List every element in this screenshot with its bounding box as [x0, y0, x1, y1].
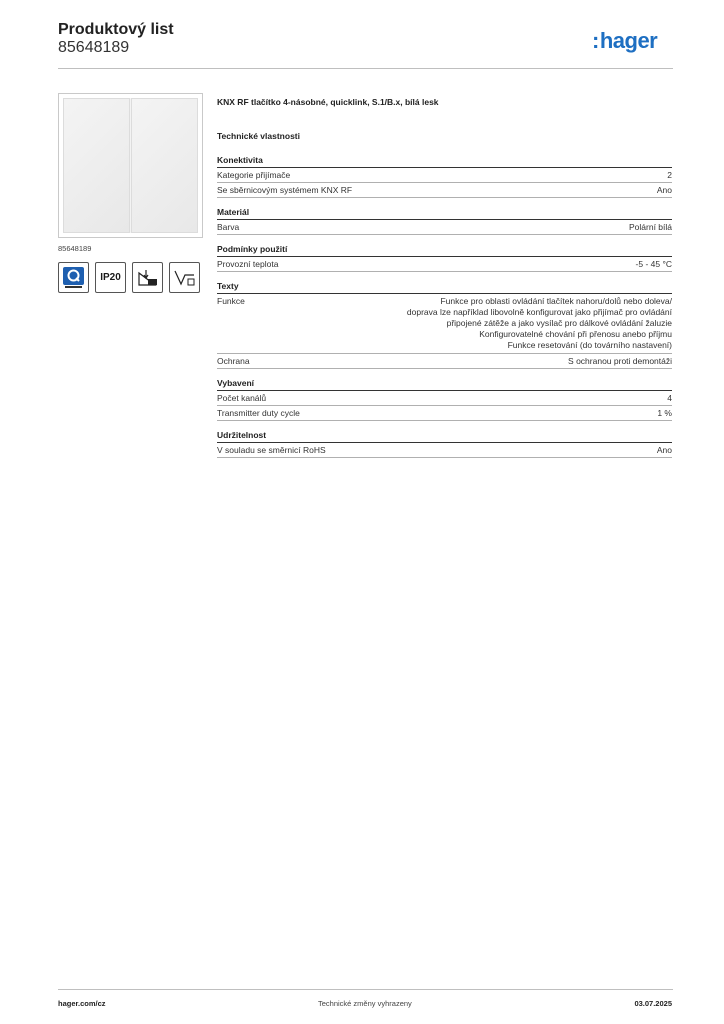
image-ref-number: 85648189 [58, 244, 92, 253]
spec-row: Se sběrnicovým systémem KNX RF Ano [217, 183, 672, 198]
footer-divider [58, 989, 673, 990]
logo-dots-icon: : [592, 28, 599, 53]
spec-row: Počet kanálů 4 [217, 391, 672, 406]
spec-value: -5 - 45 °C [635, 259, 672, 269]
ip20-badge: IP20 [95, 262, 126, 293]
spec-group-equipment: Vybavení Počet kanálů 4 Transmitter duty… [217, 378, 672, 421]
group-title: Materiál [217, 207, 672, 220]
group-title: Udržitelnost [217, 430, 672, 443]
spec-value-line: doprava lze například libovolně konfigur… [406, 307, 672, 317]
spec-label: Počet kanálů [217, 393, 267, 403]
spec-value: 4 [667, 393, 672, 403]
spec-table: Konektivita Kategorie přijímače 2 Se sbě… [217, 155, 672, 467]
spec-value-line: Konfigurovatelné chování při přenosu ane… [479, 329, 672, 339]
spec-row: Transmitter duty cycle 1 % [217, 406, 672, 421]
spec-value: Funkce pro oblasti ovládání tlačítek nah… [407, 296, 672, 351]
spec-row: V souladu se směrnicí RoHS Ano [217, 443, 672, 458]
group-title: Konektivita [217, 155, 672, 168]
spec-label: Provozní teplota [217, 259, 279, 269]
spec-value: Polární bílá [629, 222, 672, 232]
spec-value-line: Funkce pro oblasti ovládání tlačítek nah… [440, 296, 672, 306]
mounting-depth-icon [132, 262, 163, 293]
product-image [58, 93, 203, 238]
spec-label: Kategorie přijímače [217, 170, 291, 180]
product-number: 85648189 [58, 39, 130, 56]
group-title: Podmínky použití [217, 244, 672, 257]
page-title: Produktový list [58, 21, 174, 38]
push-button-image [63, 98, 198, 233]
header-divider [58, 68, 673, 69]
spec-value: Ano [656, 185, 672, 195]
hager-logo: :hager [592, 28, 658, 54]
spec-row: Ochrana S ochranou proti demontáži [217, 354, 672, 369]
spec-group-conditions: Podmínky použití Provozní teplota -5 - 4… [217, 244, 672, 272]
spec-row: Barva Polární bílá [217, 220, 672, 235]
spec-value: 1 % [657, 408, 672, 418]
group-title: Vybavení [217, 378, 672, 391]
spec-label: Barva [217, 222, 240, 232]
footer-notice: Technické změny vyhrazeny [318, 999, 412, 1008]
spec-group-texts: Texty Funkce Funkce pro oblasti ovládání… [217, 281, 672, 369]
spec-row: Kategorie přijímače 2 [217, 168, 672, 183]
footer-date: 03.07.2025 [634, 999, 672, 1008]
spec-group-material: Materiál Barva Polární bílá [217, 207, 672, 235]
right-rocker [131, 98, 198, 233]
spec-label: Funkce [217, 296, 245, 306]
footer-website-link[interactable]: hager.com/cz [58, 999, 106, 1008]
badge-row: IP20 [58, 262, 200, 293]
wall-mount-icon [169, 262, 200, 293]
spec-label: Transmitter duty cycle [217, 408, 300, 418]
logo-text: hager [599, 28, 658, 53]
spec-value-line: připojené zátěže a jako vysílač pro dálk… [446, 318, 672, 328]
spec-value: 2 [667, 170, 672, 180]
spec-value: Ano [656, 445, 672, 455]
spec-group-sustainability: Udržitelnost V souladu se směrnicí RoHS … [217, 430, 672, 458]
left-rocker [63, 98, 130, 233]
group-title: Texty [217, 281, 672, 294]
quicklink-icon [58, 262, 89, 293]
spec-label: Ochrana [217, 356, 250, 366]
spec-row: Provozní teplota -5 - 45 °C [217, 257, 672, 272]
technical-specs-heading: Technické vlastnosti [217, 131, 300, 141]
product-title: KNX RF tlačítko 4-násobné, quicklink, S.… [217, 97, 439, 107]
spec-value: S ochranou proti demontáži [568, 356, 672, 366]
spec-label: V souladu se směrnicí RoHS [217, 445, 326, 455]
spec-group-connectivity: Konektivita Kategorie přijímače 2 Se sbě… [217, 155, 672, 198]
spec-value-line: Funkce resetování (do továrního nastaven… [507, 340, 672, 350]
spec-label: Se sběrnicovým systémem KNX RF [217, 185, 353, 195]
spec-row: Funkce Funkce pro oblasti ovládání tlačí… [217, 294, 672, 354]
